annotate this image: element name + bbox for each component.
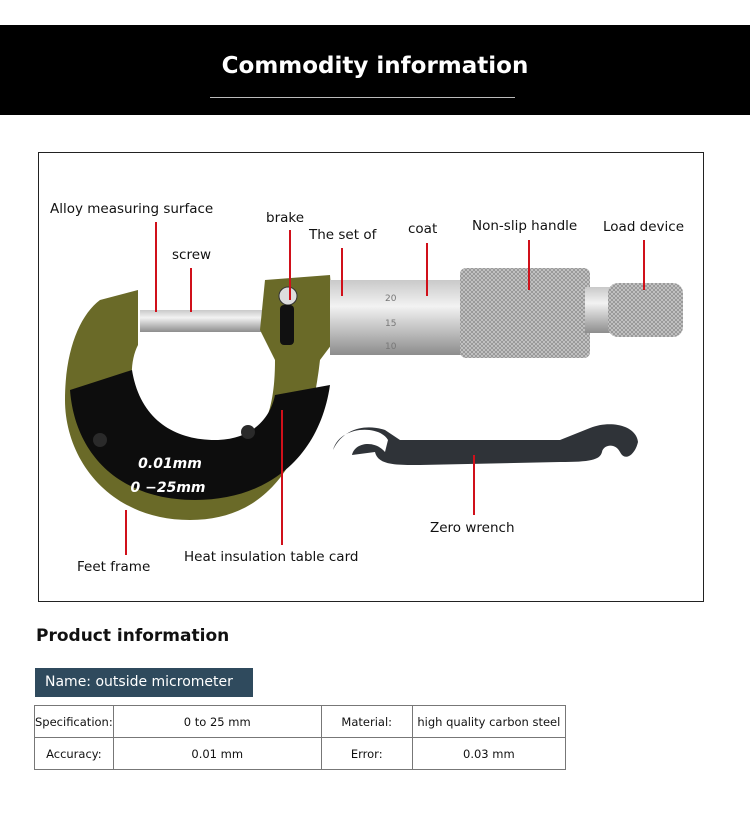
leader-line — [341, 248, 343, 296]
title-underline — [210, 97, 515, 98]
leader-line — [528, 240, 530, 290]
table-row: Specification: 0 to 25 mm Material: high… — [34, 705, 567, 738]
page-title: Commodity information — [221, 53, 529, 79]
spec-key: Accuracy: — [34, 737, 114, 770]
leader-line — [281, 410, 283, 545]
leader-line — [426, 243, 428, 296]
leader-line — [125, 510, 127, 555]
card-range: 0 −25mm — [130, 480, 205, 496]
heat-insulation-card: 0.01mm 0 −25mm — [70, 370, 330, 500]
load-device — [585, 283, 683, 337]
thimble-sleeve: 20 15 10 — [330, 280, 470, 355]
label-load-device: Load device — [603, 219, 685, 235]
header-banner: Commodity information — [0, 25, 750, 115]
spec-key: Material: — [320, 705, 413, 738]
spec-value: 0.03 mm — [411, 737, 567, 770]
table-row: Accuracy: 0.01 mm Error: 0.03 mm — [34, 737, 567, 770]
leader-line — [473, 455, 475, 515]
scale-mark: 10 — [385, 342, 397, 352]
label-feet-frame: Feet frame — [77, 559, 151, 575]
label-set-of: The set of — [309, 227, 377, 243]
brake-lock — [278, 286, 298, 345]
product-name-bar: Name: outside micrometer — [35, 668, 253, 697]
screw-spindle — [140, 310, 280, 332]
card-resolution: 0.01mm — [138, 456, 202, 472]
label-screw: screw — [172, 247, 212, 263]
label-zero-wrench: Zero wrench — [430, 520, 515, 536]
spec-value: 0 to 25 mm — [112, 705, 322, 738]
leader-line — [643, 240, 645, 290]
zero-wrench — [333, 424, 638, 465]
leader-line — [190, 268, 192, 312]
scale-mark: 20 — [385, 294, 397, 304]
label-non-slip-handle: Non-slip handle — [472, 218, 578, 234]
scale-mark: 15 — [385, 319, 396, 329]
spec-value: 0.01 mm — [112, 737, 322, 770]
label-brake: brake — [266, 210, 305, 226]
product-info-heading: Product information — [36, 626, 230, 646]
non-slip-handle — [460, 268, 590, 358]
leader-line — [155, 222, 157, 312]
spec-table: Specification: 0 to 25 mm Material: high… — [34, 705, 567, 770]
spec-key: Error: — [320, 737, 413, 770]
spec-value: high quality carbon steel — [411, 705, 567, 738]
leader-line — [289, 230, 291, 300]
spec-key: Specification: — [34, 705, 114, 738]
diagram-frame — [38, 152, 704, 602]
label-heat-insulation-card: Heat insulation table card — [184, 549, 359, 565]
label-coat: coat — [408, 221, 438, 237]
label-alloy-measuring-surface: Alloy measuring surface — [50, 201, 214, 217]
